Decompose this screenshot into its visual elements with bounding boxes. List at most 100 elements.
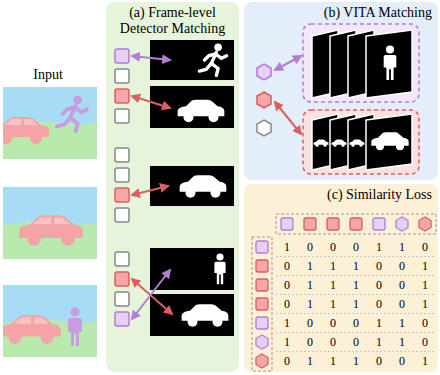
matrix-cell-holder: 1 [277, 316, 297, 330]
query-square [115, 148, 129, 162]
matrix-cell: 0 [346, 316, 366, 330]
matrix-cell: 1 [323, 278, 343, 292]
matching-arrows [275, 56, 301, 134]
matrix-cell-holder: 1 [300, 278, 320, 292]
matrix-cell-holder: 0 [277, 354, 297, 368]
header-square [256, 279, 268, 291]
matrix-cell-holder: 0 [323, 335, 343, 349]
matrix-cell-holder: 0 [369, 278, 389, 292]
matrix-cell: 1 [300, 278, 320, 292]
panel-heading: (a) Frame-level Detector Matching [110, 5, 235, 37]
matrix-cell-holder: 0 [300, 316, 320, 330]
matrix-cell-holder: 1 [277, 335, 297, 349]
grid-line [276, 332, 436, 333]
panel-ground [106, 2, 239, 372]
matrix-cell-holder: 0 [346, 316, 366, 330]
matrix-cell: 0 [277, 297, 297, 311]
header-square [304, 218, 316, 230]
matrix-cell-holder: 0 [323, 240, 343, 254]
matrix-cell: 1 [415, 259, 435, 273]
mask-stack [312, 30, 412, 98]
grid-line [276, 294, 436, 295]
car-mask [332, 140, 347, 147]
matrix-cell-holder: 0 [369, 354, 389, 368]
matrix-cell: 1 [369, 316, 389, 330]
matrix-cell-holder: 0 [323, 316, 343, 330]
matrix-cell: 0 [323, 240, 343, 254]
matrix-cell: 1 [277, 335, 297, 349]
matrix-cell: 1 [346, 278, 366, 292]
car-mask [182, 304, 229, 327]
matching-arrows [132, 56, 172, 319]
panel: (b) VITA Matching [244, 2, 438, 180]
runner-figure [57, 95, 87, 131]
matrix-cell: 1 [277, 240, 297, 254]
match-arrow [132, 96, 170, 108]
matrix-cell-holder: 0 [346, 335, 366, 349]
matrix-cell: 0 [346, 240, 366, 254]
matrix-cell-holder: 1 [392, 240, 412, 254]
match-arrow [275, 56, 301, 70]
matrix-cell-holder: 1 [415, 297, 435, 311]
car-mask [350, 140, 365, 147]
video-mask-group [303, 24, 419, 102]
query-square [115, 188, 129, 202]
match-arrow [132, 56, 170, 60]
car-figure [0, 117, 49, 144]
matrix-cell: 0 [415, 240, 435, 254]
matrix-cell-holder: 1 [415, 259, 435, 273]
matrix-cell-holder: 1 [346, 297, 366, 311]
matrix-cell: 0 [300, 335, 320, 349]
header-square [256, 317, 268, 329]
grid-line [276, 351, 436, 352]
header-hexagon [396, 217, 408, 231]
query-square [115, 168, 129, 182]
matrix-cell-holder: 0 [392, 278, 412, 292]
match-arrow [132, 279, 172, 314]
panel: (a) Frame-level Detector Matching [106, 2, 239, 372]
matrix-cell-holder: 1 [392, 335, 412, 349]
query-square [115, 208, 129, 222]
header-hexagon [256, 354, 268, 368]
matrix-cell-holder: 0 [277, 259, 297, 273]
query-square [115, 109, 129, 123]
row-headers [256, 241, 268, 368]
input-frame [3, 187, 97, 259]
panel-heading: (b) VITA Matching [250, 5, 432, 21]
matrix-cell-holder: 0 [369, 297, 389, 311]
matrix-cell-holder: 0 [369, 259, 389, 273]
runner-mask [199, 43, 226, 75]
matrix-cell-holder: 1 [323, 297, 343, 311]
query-square [115, 312, 129, 326]
matrix-cell: 1 [346, 354, 366, 368]
query-square [115, 292, 129, 306]
matrix-cell-holder: 0 [415, 240, 435, 254]
header-bracket [276, 214, 436, 234]
person-mask [214, 253, 225, 284]
matrix-cell: 1 [392, 335, 412, 349]
matrix-cell: 1 [369, 240, 389, 254]
matrix-cell-holder: 1 [323, 278, 343, 292]
video-mask-group [303, 110, 419, 174]
panel-ground [244, 184, 438, 372]
matrix-cell: 0 [300, 240, 320, 254]
matrix-cell: 0 [300, 316, 320, 330]
matrix-cell: 0 [277, 354, 297, 368]
header-hexagon [256, 335, 268, 349]
matrix-cell-holder: 0 [392, 297, 412, 311]
matrix-cell-holder: 0 [277, 297, 297, 311]
mask-frame [366, 114, 412, 170]
mask-frame [150, 166, 234, 206]
matrix-cell: 0 [392, 259, 412, 273]
match-arrow [132, 270, 170, 319]
panel: (c) Similarity Loss [244, 184, 438, 372]
query-square [115, 252, 129, 266]
matrix-cell: 1 [392, 316, 412, 330]
matrix-cell: 1 [369, 335, 389, 349]
car-mask [180, 175, 227, 198]
query-square [115, 49, 129, 63]
matrix-cell: 1 [346, 297, 366, 311]
matrix-cell-holder: 0 [346, 240, 366, 254]
matrix-cell: 0 [277, 278, 297, 292]
grid-line [276, 313, 436, 314]
